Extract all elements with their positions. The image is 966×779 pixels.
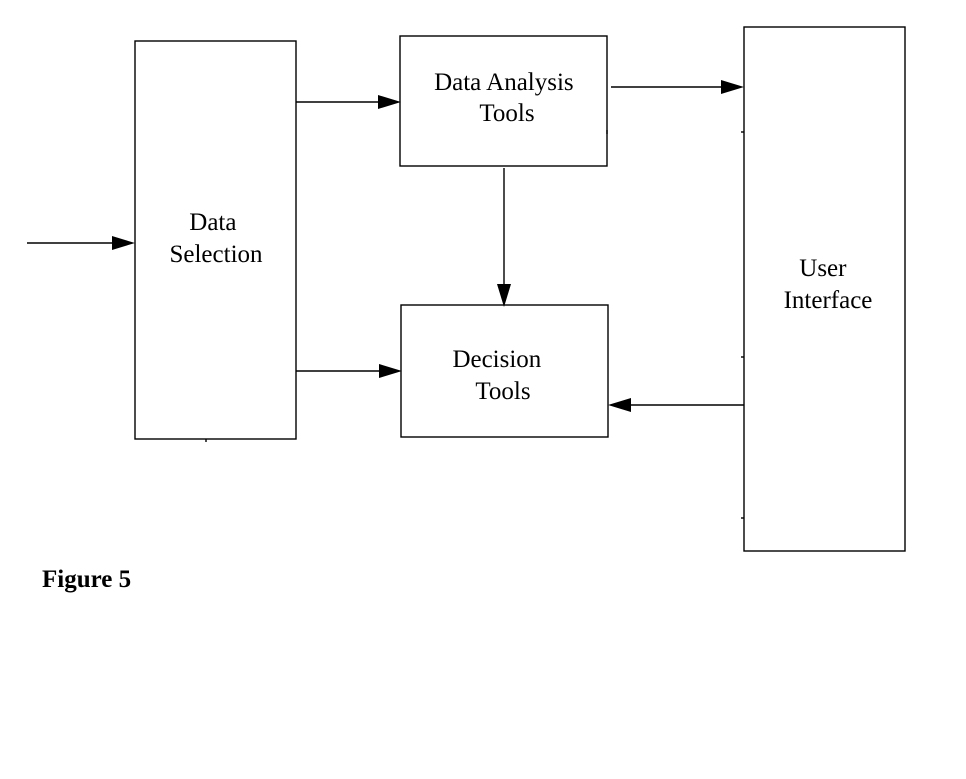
- arrowhead-icon: [378, 95, 401, 109]
- edge-input-to-data-selection: [27, 236, 135, 250]
- decision-tools-label-line-1: Decision: [452, 346, 541, 373]
- decision-tools-box: [400, 304, 609, 438]
- user-interface-label: User Interface: [784, 255, 873, 314]
- edge-data-selection-to-data-analysis: [296, 95, 401, 109]
- edge-user-interface-to-decision-tools: [608, 398, 744, 412]
- figure-caption: Figure 5: [42, 566, 132, 593]
- data-analysis-tools-label: Data Analysis Tools: [434, 69, 580, 127]
- scan-tick-marks: [205, 130, 744, 519]
- arrowhead-icon: [497, 284, 511, 307]
- edge-data-analysis-to-decision-tools: [497, 168, 511, 307]
- data-selection-label: Data Selection: [169, 209, 263, 268]
- data-analysis-tools-box: [399, 35, 608, 167]
- data-selection-node: Data Selection: [134, 40, 297, 440]
- data-selection-box: [134, 40, 297, 440]
- user-interface-box: [743, 26, 906, 552]
- data-selection-label-line-2: Selection: [169, 241, 263, 268]
- arrowhead-icon: [379, 364, 402, 378]
- data-analysis-tools-label-line-2: Tools: [479, 100, 534, 127]
- arrowhead-icon: [721, 80, 744, 94]
- edge-data-analysis-to-user-interface: [611, 80, 744, 94]
- user-interface-label-line-2: Interface: [784, 287, 873, 314]
- data-analysis-tools-label-line-1: Data Analysis: [434, 69, 574, 96]
- decision-tools-label: Decision Tools: [452, 346, 547, 405]
- data-analysis-tools-node: Data Analysis Tools: [399, 35, 608, 167]
- data-selection-label-line-1: Data: [189, 209, 236, 236]
- decision-tools-label-line-2: Tools: [475, 378, 530, 405]
- decision-tools-node: Decision Tools: [400, 304, 609, 438]
- user-interface-label-line-1: User: [799, 255, 847, 282]
- edge-data-selection-to-decision-tools: [296, 364, 402, 378]
- arrowhead-icon: [112, 236, 135, 250]
- arrowhead-icon: [608, 398, 631, 412]
- user-interface-node: User Interface: [743, 26, 906, 552]
